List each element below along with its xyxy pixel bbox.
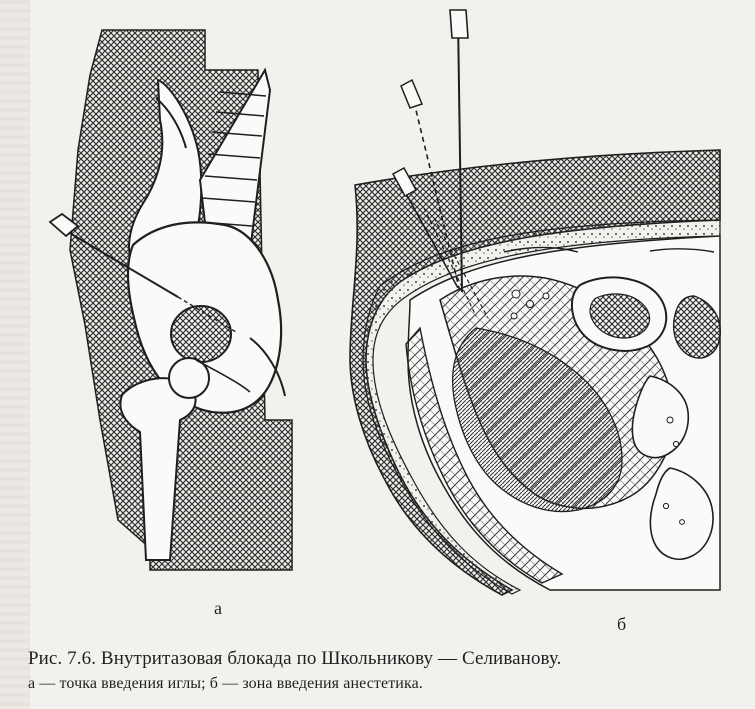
anatomical-figure-svg [48, 9, 721, 596]
figure-caption: Рис. 7.6. Внутритазовая блокада по Школь… [28, 645, 738, 696]
panel-b-label: б [617, 614, 627, 634]
caption-title: Рис. 7.6. Внутритазовая блокада по Школь… [28, 648, 562, 669]
medical-illustration: а б [30, 0, 755, 633]
panel-b [349, 9, 721, 596]
scanned-margin [0, 0, 30, 709]
panel-a [48, 29, 293, 571]
caption-legend: а — точка введения иглы; б — зона введен… [28, 675, 423, 692]
panel-a-label: а [214, 598, 222, 618]
